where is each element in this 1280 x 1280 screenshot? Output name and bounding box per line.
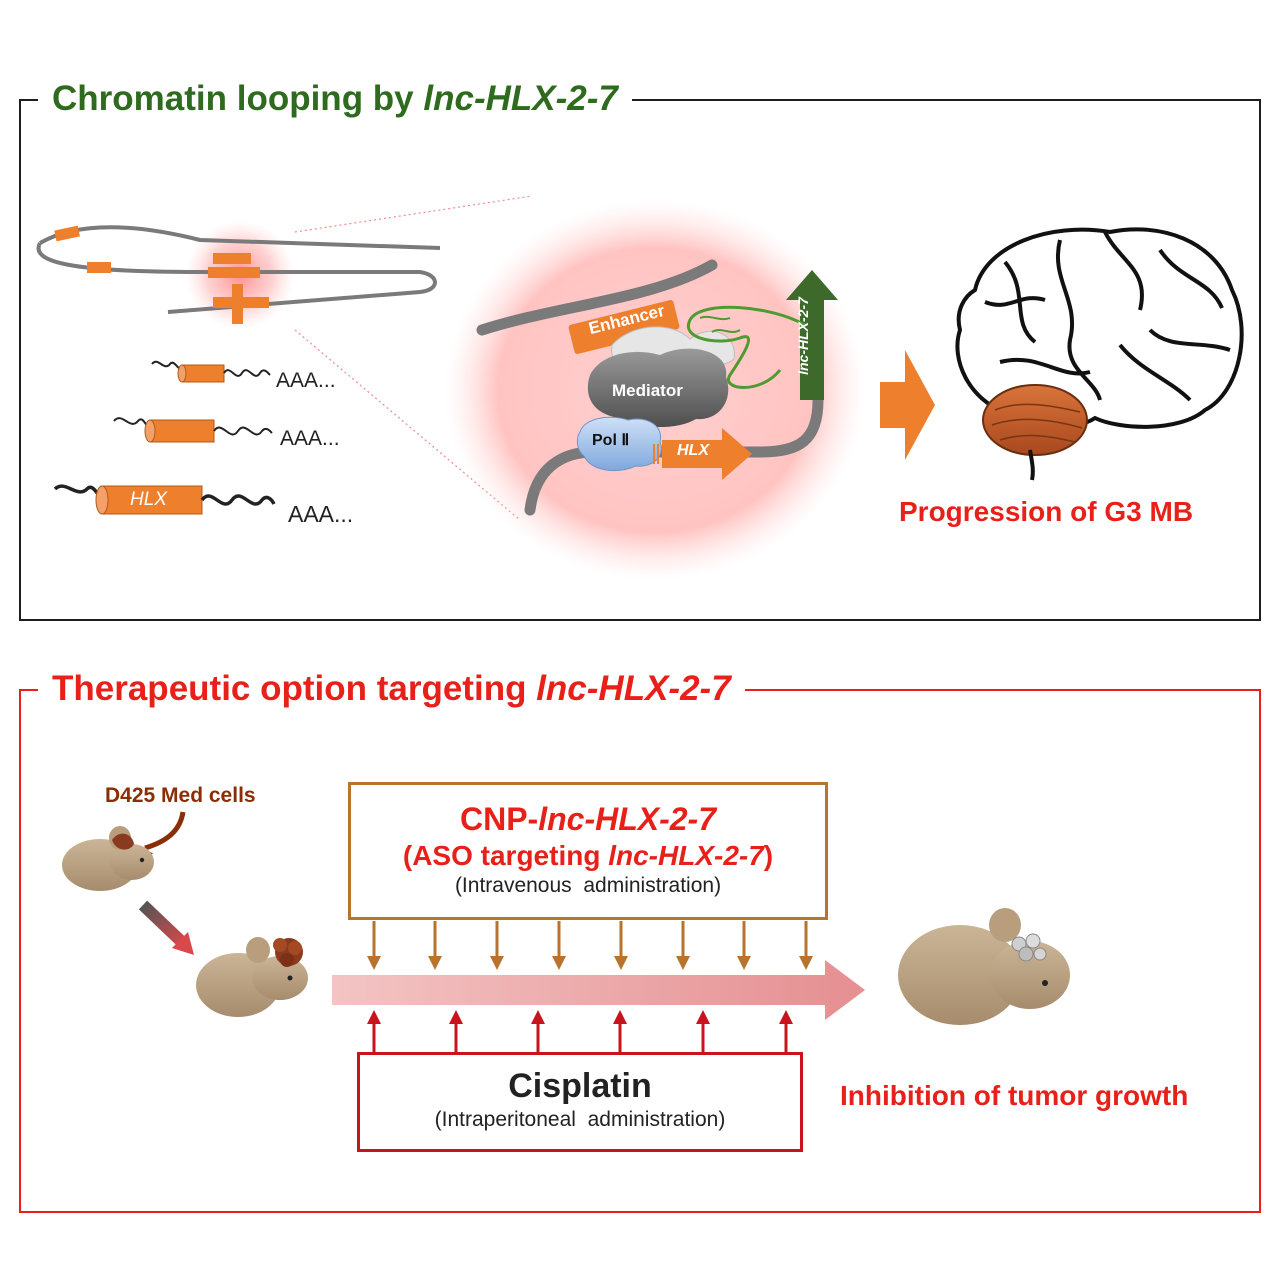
enhancer-element: [568, 300, 680, 354]
cnp-subtitle: (ASO targeting lnc-HLX-2-7): [402, 840, 774, 871]
cnp-dose-arrow-4: [552, 921, 566, 970]
mediator-complex: [587, 348, 729, 428]
transcript-2: [113, 417, 273, 443]
bottom-panel-title: Therapeutic option targeting lnc-HLX-2-7: [38, 669, 745, 709]
mouse-tumor: [196, 937, 308, 1017]
cells-label: D425 Med cells: [105, 784, 256, 807]
cnp-dose-arrow-5: [614, 921, 628, 970]
lnc-rna-strand: [686, 305, 806, 389]
transcript-1-tail: AAA...: [276, 369, 336, 392]
brain-illustration: [955, 227, 1244, 481]
cisplatin-treatment-box: Cisplatin (Intraperitoneal administratio…: [357, 1052, 803, 1152]
progression-label: Progression of G3 MB: [899, 496, 1194, 527]
cisplatin-dose-arrow-1: [367, 1010, 381, 1052]
chromatin-looping-panel: [19, 99, 1261, 621]
transcript-1: [151, 360, 271, 383]
cisplatin-dose-arrow-5: [696, 1010, 710, 1052]
cnp-dose-arrow-2: [428, 921, 442, 970]
progression-arrow: [880, 350, 935, 460]
mouse-treated: [898, 908, 1070, 1025]
hlx-arrow: [662, 428, 752, 480]
hlx-label: HLX: [677, 442, 709, 459]
lnc-hlx-label: lnc-HLX-2-7: [794, 297, 811, 375]
cisplatin-dose-arrow-6: [779, 1010, 793, 1052]
cisplatin-dose-arrows: [367, 1010, 793, 1052]
pol-ii-label: Pol Ⅱ: [592, 432, 630, 449]
treatment-timeline-arrow: [332, 960, 865, 1020]
cnp-dose-arrow-6: [676, 921, 690, 970]
cnp-dose-arrow-7: [737, 921, 751, 970]
cisplatin-dose-arrow-3: [531, 1010, 545, 1052]
lnc-hlx-arrow: [786, 270, 838, 400]
transcript-2-tail: AAA...: [280, 427, 340, 450]
zoomed-loop: [445, 200, 865, 580]
cnp-treatment-box: CNP-lnc-HLX-2-7 (ASO targeting lnc-HLX-2…: [348, 782, 828, 920]
cnp-title: CNP-lnc-HLX-2-7: [459, 801, 716, 837]
cisplatin-title: Cisplatin: [508, 1067, 652, 1105]
progression-diagonal-arrow: [138, 900, 190, 950]
transcript-hlx-tail: AAA...: [288, 501, 354, 527]
top-panel-title: Chromatin looping by lnc-HLX-2-7: [38, 79, 632, 119]
cnp-dose-arrow-1: [367, 921, 381, 970]
cnp-dose-arrow-3: [490, 921, 504, 970]
mediator-label: Mediator: [612, 381, 683, 400]
pol-ii-complex: [576, 416, 662, 472]
cells-injection-arrow: [144, 811, 186, 851]
cisplatin-dose-arrow-2: [449, 1010, 463, 1052]
cnp-admin-route: (Intravenous administration): [454, 874, 722, 897]
cnp-dose-arrows: [367, 921, 813, 970]
cisplatin-admin-route: (Intraperitoneal administration): [434, 1108, 726, 1131]
transcript-hlx: [53, 484, 276, 515]
transcript-hlx-label: HLX: [130, 489, 167, 510]
mouse-injected: [62, 826, 154, 891]
cnp-dose-arrow-8: [799, 921, 813, 970]
inhibition-label: Inhibition of tumor growth: [840, 1080, 1189, 1111]
cisplatin-dose-arrow-4: [613, 1010, 627, 1052]
